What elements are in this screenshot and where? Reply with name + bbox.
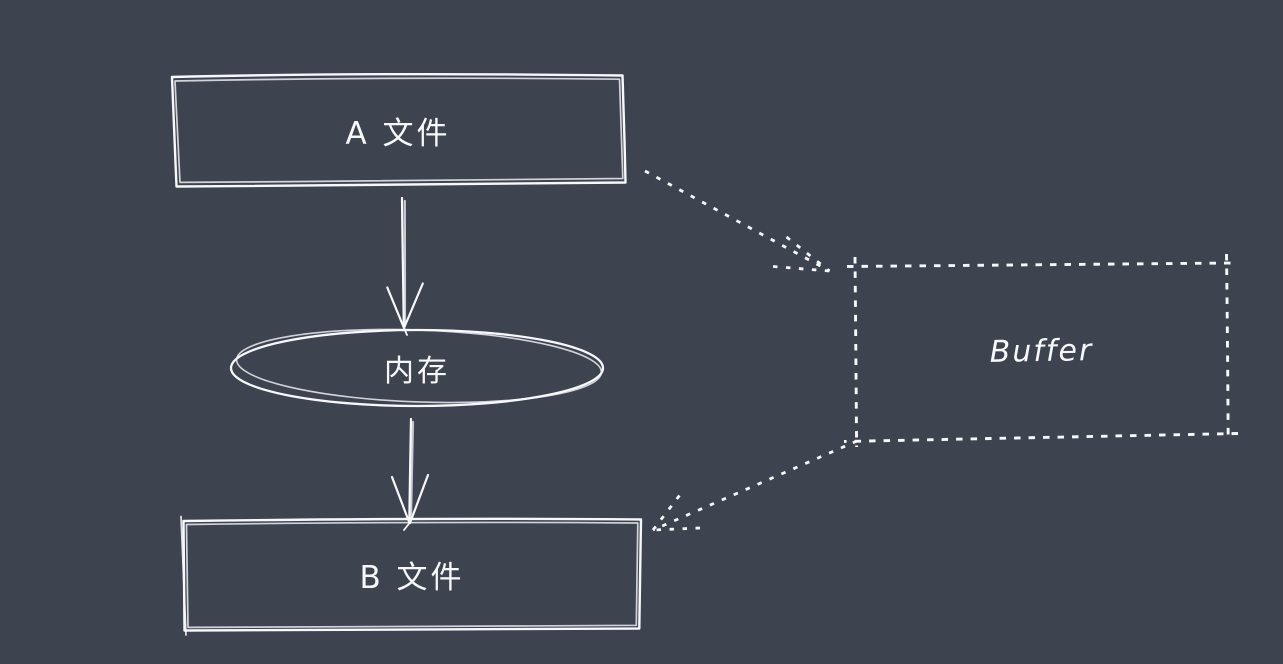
arrow-a-to-memory [386,196,424,336]
dotted-arrow-buffer-to-b [651,439,858,532]
dotted-arrow-a-to-buffer [644,169,831,273]
file-b-label: B 文件 [359,560,465,596]
file-a-box [170,72,627,188]
buffer-label: Buffer [989,333,1094,370]
memory-ellipse [229,328,605,408]
memory-label: 内存 [384,354,450,389]
buffer-box [843,253,1239,448]
arrow-memory-to-b [390,417,430,531]
file-a-label: A 文件 [345,115,451,152]
file-b-box [180,515,643,636]
